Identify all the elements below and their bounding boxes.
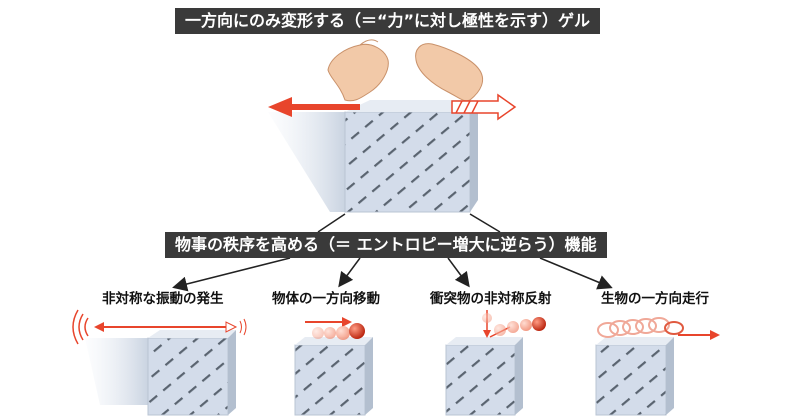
left-hand-icon	[327, 39, 389, 102]
cube-side-face	[228, 330, 236, 415]
top-title-banner: 一方向にのみ変形する（＝“力”に対し極性を示す）ゲル	[175, 8, 601, 34]
cube-side-face	[666, 337, 674, 415]
cube-top-face	[345, 100, 478, 112]
vibration-wave-icon	[78, 313, 84, 341]
gel-cube-icon	[294, 344, 366, 416]
hatched-arrow-icon	[451, 93, 517, 121]
cube-side-face	[365, 337, 373, 415]
right-hand-icon	[415, 43, 483, 102]
swirl-icon	[597, 317, 670, 338]
panel-transport	[294, 317, 373, 416]
connector-line	[469, 213, 501, 233]
branch-arrow-1	[338, 257, 361, 288]
ball-icon	[507, 321, 519, 333]
cube-front-face	[344, 111, 471, 213]
ball-icon	[482, 313, 492, 323]
cube-top-face	[446, 337, 523, 345]
ball-icon	[324, 327, 336, 339]
transport-arrow-head	[342, 317, 352, 327]
locomotion-arrow-head	[710, 330, 720, 340]
oscillation-shadow	[85, 338, 148, 405]
gel-cube-icon	[595, 344, 667, 416]
cube-side-face	[470, 100, 478, 212]
panel-locomotion	[595, 317, 720, 416]
swirl-icon	[664, 321, 684, 335]
vibration-wave-icon	[72, 309, 79, 345]
function-label-transport: 物体の一方向移動	[272, 291, 380, 307]
incident-arrow-head	[483, 330, 491, 338]
ball-icon	[336, 326, 350, 340]
force-arrow-icon	[268, 97, 360, 117]
vibration-wave-icon	[84, 317, 89, 337]
function-label-locomotion: 生物の一方向走行	[601, 291, 709, 307]
cube-side-face	[515, 337, 523, 415]
ball-icon	[532, 317, 546, 331]
cube-top-face	[295, 337, 373, 345]
ball-icon	[494, 324, 506, 336]
cube-top-face	[596, 337, 674, 345]
oscillation-left-head	[94, 322, 104, 332]
connector-line	[317, 213, 346, 233]
branch-arrow-2	[172, 257, 291, 292]
vibration-wave-icon	[239, 320, 242, 334]
middle-title-banner: 物事の秩序を高める（＝ エントロピー増大に逆らう）機能	[165, 232, 607, 258]
branch-arrow-3	[447, 257, 470, 288]
gel-cube-icon	[445, 344, 516, 416]
panel-oscillation	[72, 309, 247, 416]
gel-cube-icon	[147, 337, 229, 416]
vibration-wave-icon	[243, 318, 247, 336]
main-gel-cube	[268, 100, 478, 213]
function-label-reflection: 衝突物の非対称反射	[430, 291, 552, 307]
function-label-oscillation: 非対称な振動の発生	[102, 291, 224, 307]
oscillation-right-head	[225, 321, 238, 333]
ball-icon	[349, 323, 365, 339]
ball-icon	[520, 319, 532, 331]
cube-top-face	[148, 330, 236, 338]
ball-icon	[312, 327, 324, 339]
panel-reflection	[445, 310, 546, 416]
branch-arrow-4	[539, 257, 613, 290]
deformed-shadow	[268, 112, 345, 212]
